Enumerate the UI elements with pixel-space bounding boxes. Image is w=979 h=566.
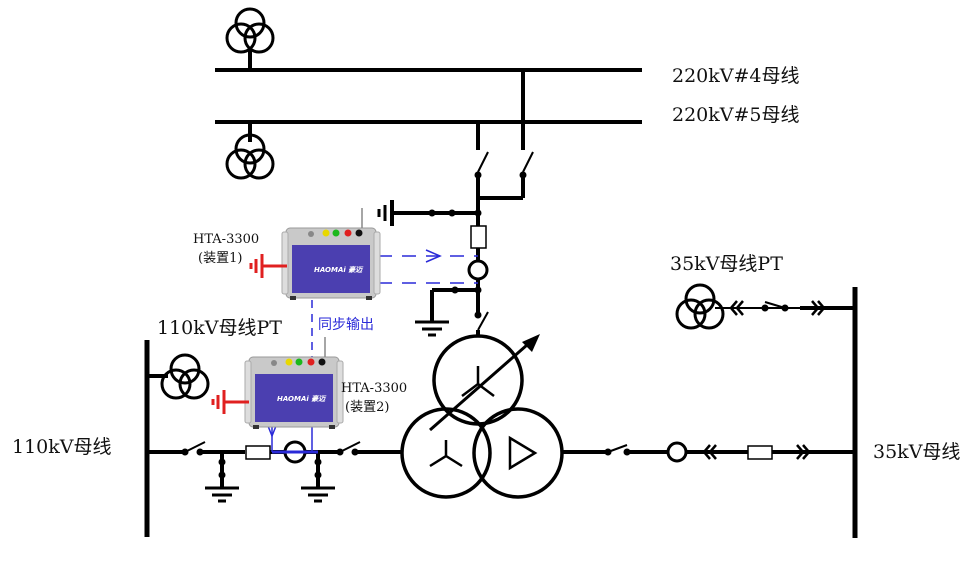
pt-220kv-4 — [225, 7, 275, 54]
device-1-model: HTA-3300 — [193, 232, 259, 247]
label-bus-35kv: 35kV母线 — [873, 441, 960, 463]
device-2-name: (装置2) — [345, 400, 389, 415]
pt-110kv — [160, 353, 210, 400]
label-pt-110kv: 110kV母线PT — [157, 317, 282, 339]
svg-text:HAOMAi 豪迈: HAOMAi 豪迈 — [277, 394, 327, 403]
contact-dots — [181, 171, 789, 479]
device-2-ground-icon — [211, 388, 251, 416]
device-2-model: HTA-3300 — [341, 381, 407, 396]
pt-35kv — [675, 283, 725, 330]
fuses — [245, 225, 773, 460]
svg-text:HAOMAi 豪迈: HAOMAi 豪迈 — [314, 265, 364, 274]
label-bus-110kv: 110kV母线 — [12, 436, 112, 458]
grounds — [203, 205, 451, 503]
potential-transformers — [160, 7, 725, 400]
label-pt-35kv: 35kV母线PT — [670, 253, 783, 275]
label-bus-220kv-4: 220kV#4母线 — [672, 65, 800, 87]
label-bus-220kv-5: 220kV#5母线 — [672, 104, 800, 126]
device-2: HAOMAi 豪迈 — [244, 336, 344, 430]
device-1-name: (装置1) — [198, 251, 242, 266]
label-sync-output: 同步输出 — [318, 317, 374, 333]
device-1: HAOMAi 豪迈 — [281, 207, 381, 301]
